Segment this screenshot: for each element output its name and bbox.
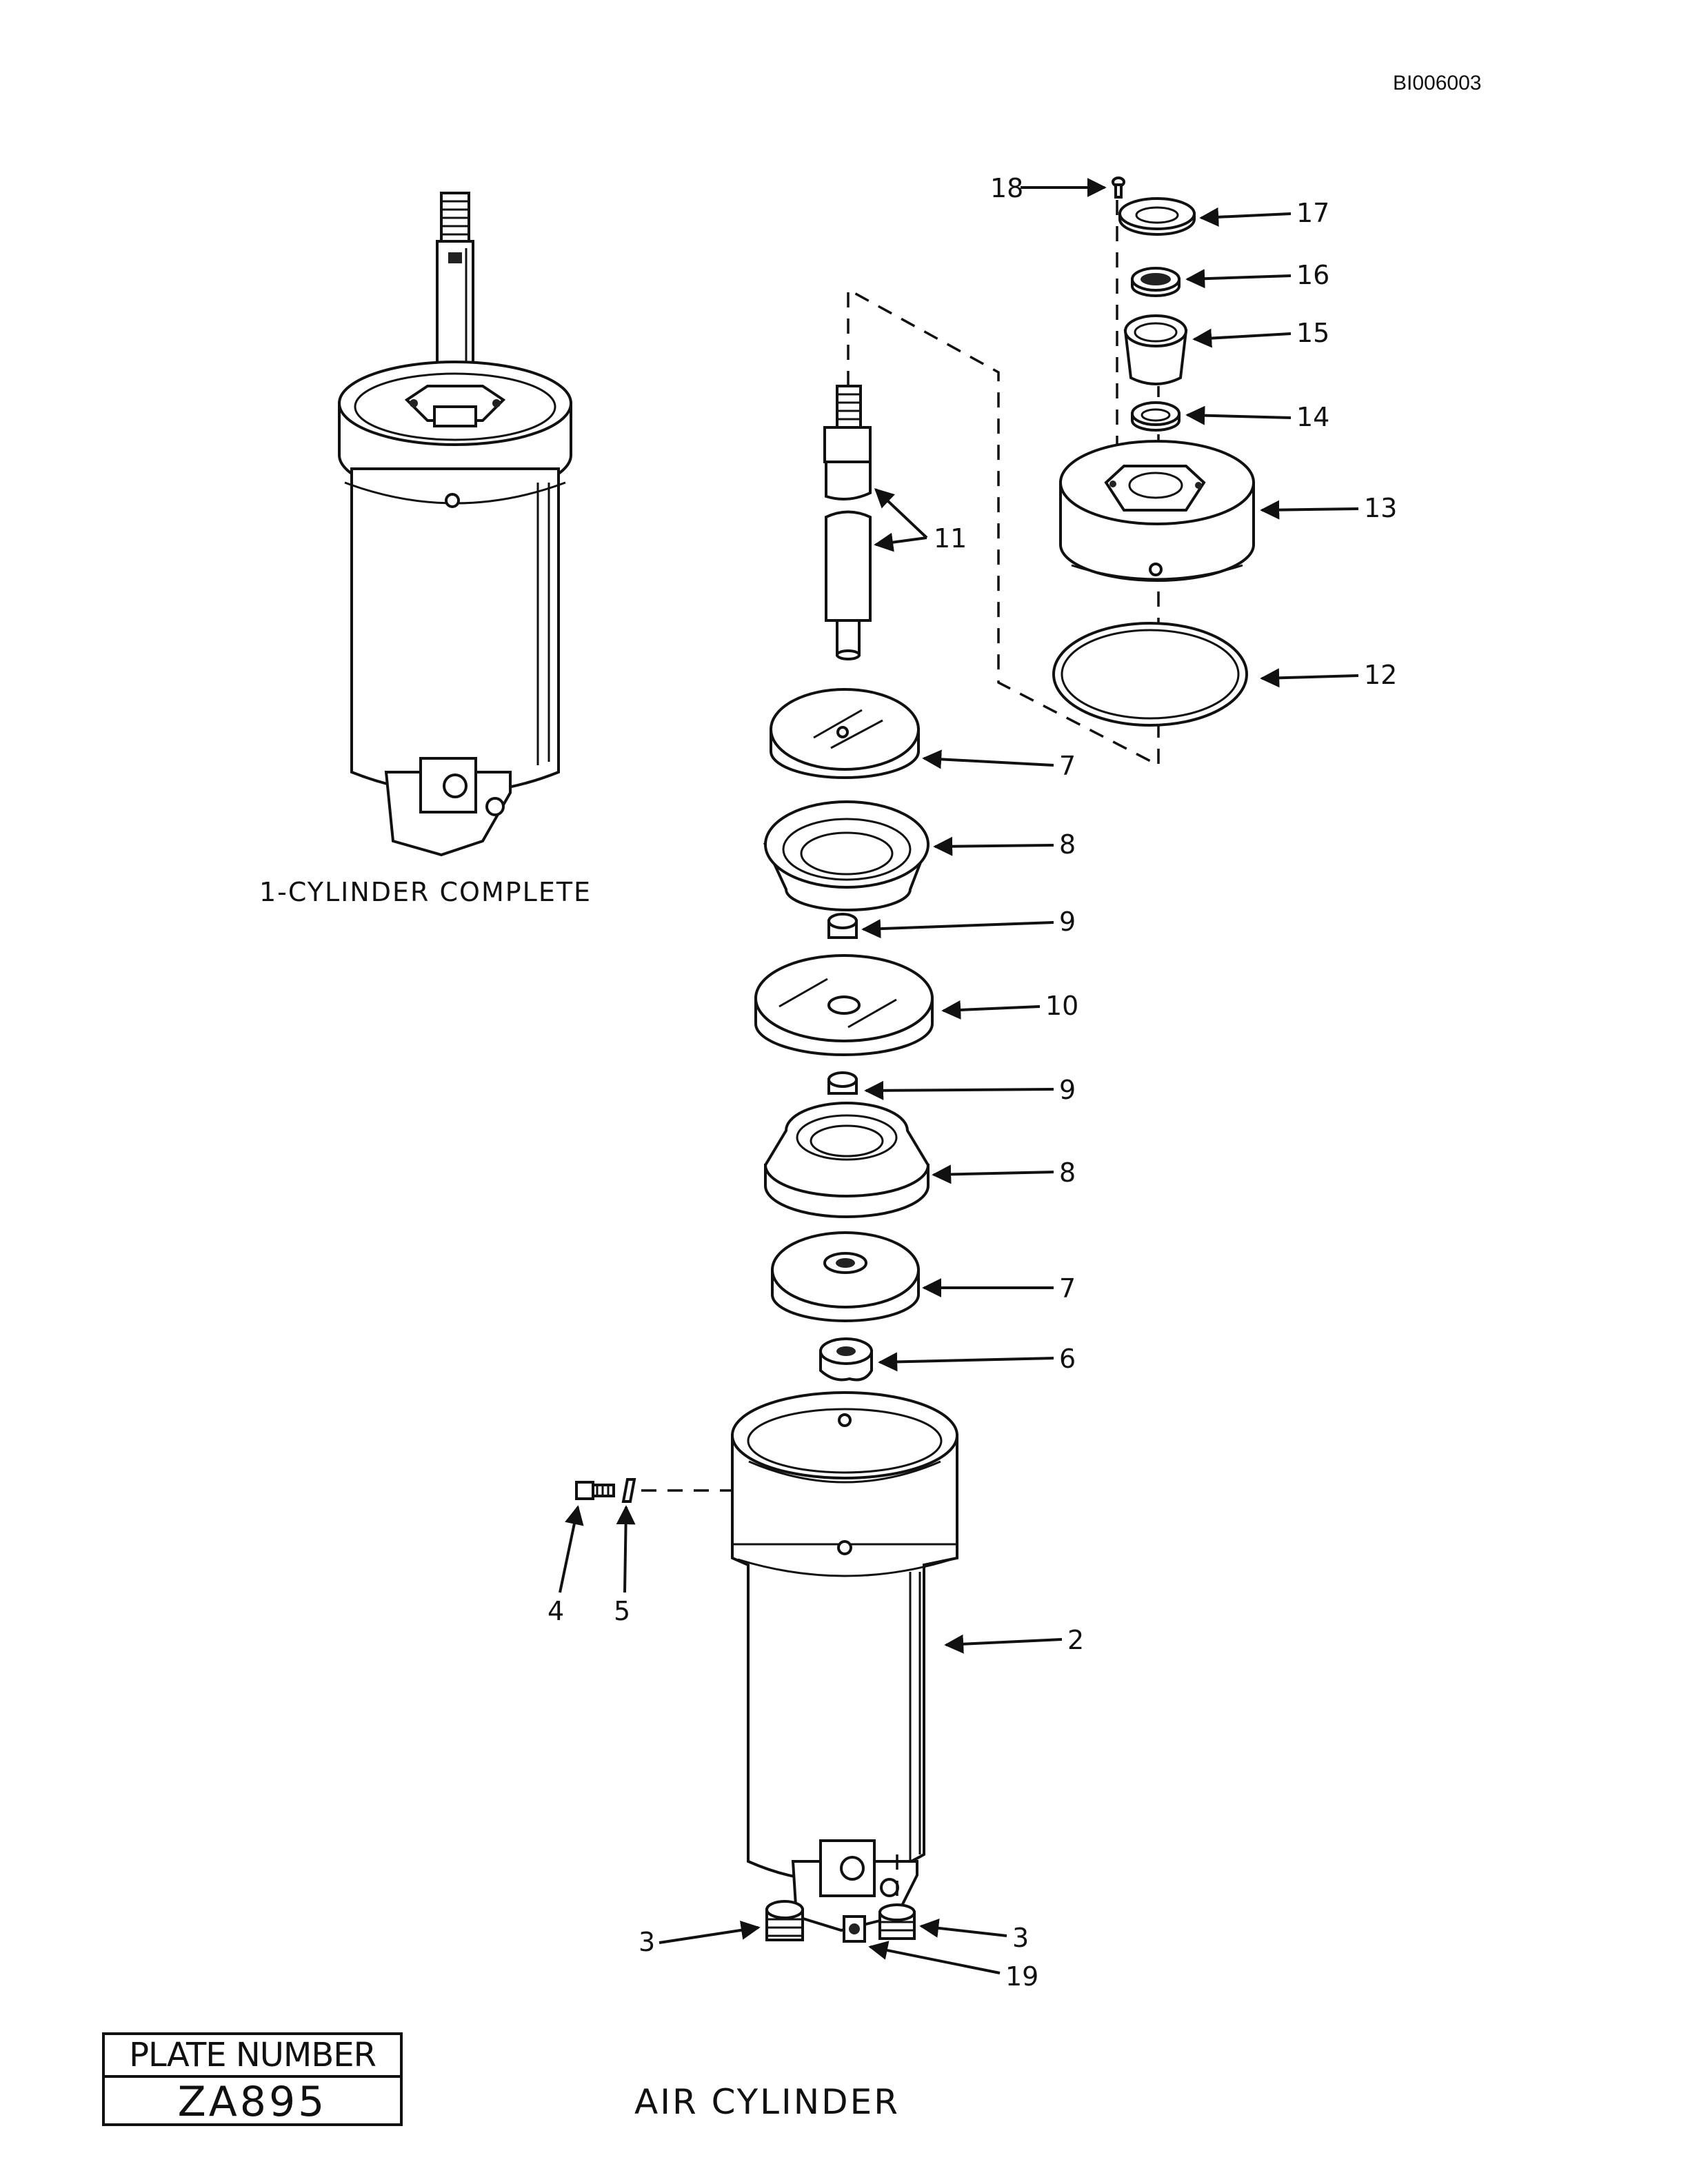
part-17-washer (1118, 197, 1196, 236)
part-9-ring-upper (827, 913, 858, 939)
part-3-plug-left (765, 1900, 804, 1941)
callout-7-lower: 7 (1059, 1273, 1076, 1304)
callout-16: 16 (1296, 260, 1329, 290)
part-16-ring (1131, 267, 1180, 297)
plate-number-box: PLATE NUMBER ZA895 (102, 2032, 403, 2126)
complete-assembly-label: 1-CYLINDER COMPLETE (259, 877, 592, 907)
part-7-disc-upper (770, 688, 920, 779)
callout-13: 13 (1364, 493, 1397, 523)
callout-7-upper: 7 (1059, 751, 1076, 781)
part-2-cylinder-body (731, 1391, 958, 1932)
callout-3-right: 3 (1012, 1923, 1029, 1953)
plate-number-label: PLATE NUMBER (105, 2035, 400, 2078)
part-9-ring-lower (827, 1071, 858, 1095)
callout-17: 17 (1296, 198, 1329, 228)
callout-9-lower: 9 (1059, 1075, 1076, 1105)
part-4-screw (575, 1481, 615, 1500)
drawing-title: AIR CYLINDER (634, 2082, 900, 2122)
callout-11: 11 (934, 523, 967, 554)
callout-15: 15 (1296, 318, 1329, 348)
callout-10: 10 (1045, 991, 1078, 1021)
part-14-ring (1131, 401, 1180, 432)
callout-3-left: 3 (639, 1927, 655, 1957)
callout-19: 19 (1005, 1961, 1038, 1992)
callout-leaders (559, 178, 1359, 1974)
part-8-cup-lower (763, 1102, 930, 1218)
callout-18: 18 (990, 173, 1023, 203)
callout-8-upper: 8 (1059, 829, 1076, 860)
part-15-bushing (1123, 314, 1188, 385)
complete-cylinder-illustration (338, 192, 572, 857)
part-18-screw (1112, 176, 1125, 199)
part-6-nut (819, 1337, 873, 1382)
piston-rod-parts-11 (823, 385, 872, 660)
document-id: BI006003 (1393, 72, 1482, 94)
callout-4: 4 (547, 1596, 564, 1626)
part-19-fitting (843, 1915, 866, 1943)
part-13-cap (1059, 440, 1255, 582)
part-3-plug-right (878, 1903, 916, 1940)
part-5-pin (621, 1478, 636, 1503)
callout-5: 5 (614, 1596, 630, 1626)
part-12-o-ring (1052, 622, 1248, 727)
callout-6: 6 (1059, 1344, 1076, 1374)
callout-2: 2 (1067, 1625, 1084, 1655)
plate-number-value: ZA895 (177, 2078, 328, 2126)
part-7-disc-lower (771, 1231, 920, 1322)
callout-8-lower: 8 (1059, 1157, 1076, 1188)
part-10-disc (754, 954, 934, 1056)
callout-14: 14 (1296, 402, 1329, 432)
part-8-cup-upper (763, 800, 930, 911)
callout-9-upper: 9 (1059, 907, 1076, 937)
callout-labels: 18 17 16 15 14 13 12 11 7 8 9 10 9 8 7 6… (547, 173, 1397, 1992)
callout-12: 12 (1364, 660, 1397, 690)
